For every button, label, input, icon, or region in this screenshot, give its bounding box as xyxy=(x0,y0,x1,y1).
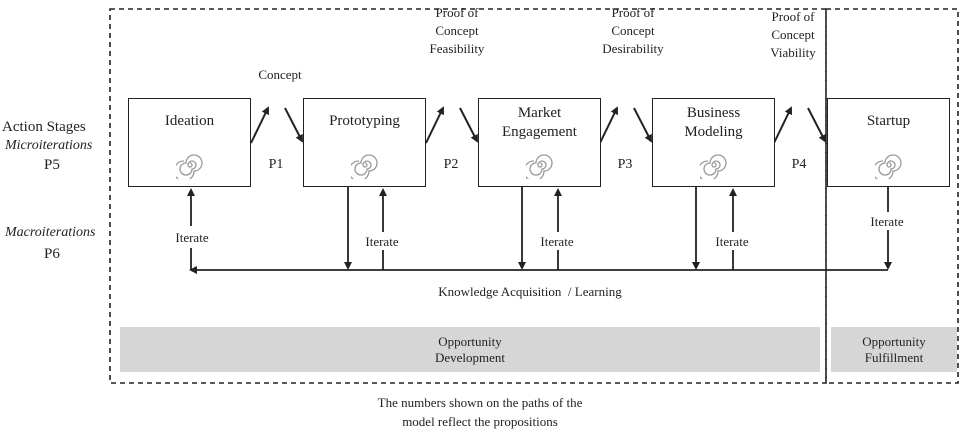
desirability-line-2: Concept xyxy=(611,23,655,38)
iterate-label-ideation: Iterate xyxy=(175,230,209,245)
label-action-stages: Action Stages xyxy=(2,119,86,135)
spiral-icon xyxy=(526,154,553,179)
stage-startup: Startup xyxy=(827,98,950,187)
viability-line-1: Proof of xyxy=(771,9,815,24)
caption-line-2: model reflect the propositions xyxy=(402,414,558,429)
spiral-icon xyxy=(700,154,727,179)
arrow-concept-out xyxy=(250,106,269,144)
band-ful-line2: Fulfillment xyxy=(864,349,924,365)
arrow-des-in xyxy=(633,107,652,143)
stage-ideation-title: Ideation xyxy=(164,113,215,129)
stage-prototyping-title: Prototyping xyxy=(329,113,400,129)
viability-line-3: Viability xyxy=(770,45,816,60)
label-microiterations: Microiterations xyxy=(5,136,92,155)
transition-arrows xyxy=(250,106,826,144)
arrow-via-in xyxy=(807,107,826,143)
stage-business-title-1: Business xyxy=(686,105,741,121)
arrow-feas-out xyxy=(425,106,444,144)
spiral-icon xyxy=(176,154,203,179)
stage-business-title-2: Modeling xyxy=(684,124,743,140)
iterate-label-market: Iterate xyxy=(540,234,574,249)
spiral-icon xyxy=(875,154,902,179)
band-dev-line1: Opportunity xyxy=(438,333,502,349)
stage-market-engagement: Market Engagement xyxy=(478,98,601,187)
band-opportunity-development: Opportunity Development xyxy=(120,327,820,372)
stage-startup-title: Startup xyxy=(866,113,911,129)
feasibility-line-3: Feasibility xyxy=(429,41,485,56)
stage-prototyping: Prototyping xyxy=(303,98,426,187)
band-dev-line2: Development xyxy=(434,349,506,365)
viability-line-2: Concept xyxy=(771,27,815,42)
learning-connectors xyxy=(187,187,892,274)
frame-fulfillment xyxy=(825,8,959,384)
arrow-feas-in xyxy=(459,107,478,143)
arrow-via-out xyxy=(773,106,792,144)
arrow-des-out xyxy=(599,106,618,144)
iterate-label-startup: Iterate xyxy=(870,214,904,229)
macroiterations-text: Macroiterations xyxy=(5,225,96,240)
stage-market-title-1: Market xyxy=(517,105,562,121)
band-opportunity-fulfillment: Opportunity Fulfillment xyxy=(831,327,957,372)
proposition-p1: P1 xyxy=(268,157,284,172)
stage-business-modeling: Business Modeling xyxy=(652,98,775,187)
desirability-line-1: Proof of xyxy=(611,5,655,20)
band-ful-line1: Opportunity xyxy=(862,333,926,349)
proposition-p3: P3 xyxy=(617,157,633,172)
proposition-p4: P4 xyxy=(791,157,807,172)
stage-market-title-2: Engagement xyxy=(502,124,577,140)
learning-label: Knowledge Acquisition / Learning xyxy=(438,284,622,299)
feasibility-line-2: Concept xyxy=(435,23,479,38)
iterate-label-prototyping: Iterate xyxy=(365,234,399,249)
label-p6: P6 xyxy=(44,246,60,262)
feasibility-line-1: Proof of xyxy=(435,5,479,20)
iterate-label-business: Iterate xyxy=(715,234,749,249)
transition-label-concept: Concept xyxy=(258,67,302,82)
spiral-icon xyxy=(351,154,378,179)
label-p5: P5 xyxy=(44,157,60,173)
frame-development xyxy=(109,8,827,384)
desirability-line-3: Desirability xyxy=(602,41,664,56)
arrow-concept-in xyxy=(284,107,303,143)
proposition-p2: P2 xyxy=(443,157,459,172)
label-macroiterations: Macroiterations xyxy=(5,223,95,242)
microiterations-text: Microiterations xyxy=(5,138,93,153)
caption-line-1: The numbers shown on the paths of the xyxy=(377,395,583,410)
stage-ideation: Ideation xyxy=(128,98,251,187)
